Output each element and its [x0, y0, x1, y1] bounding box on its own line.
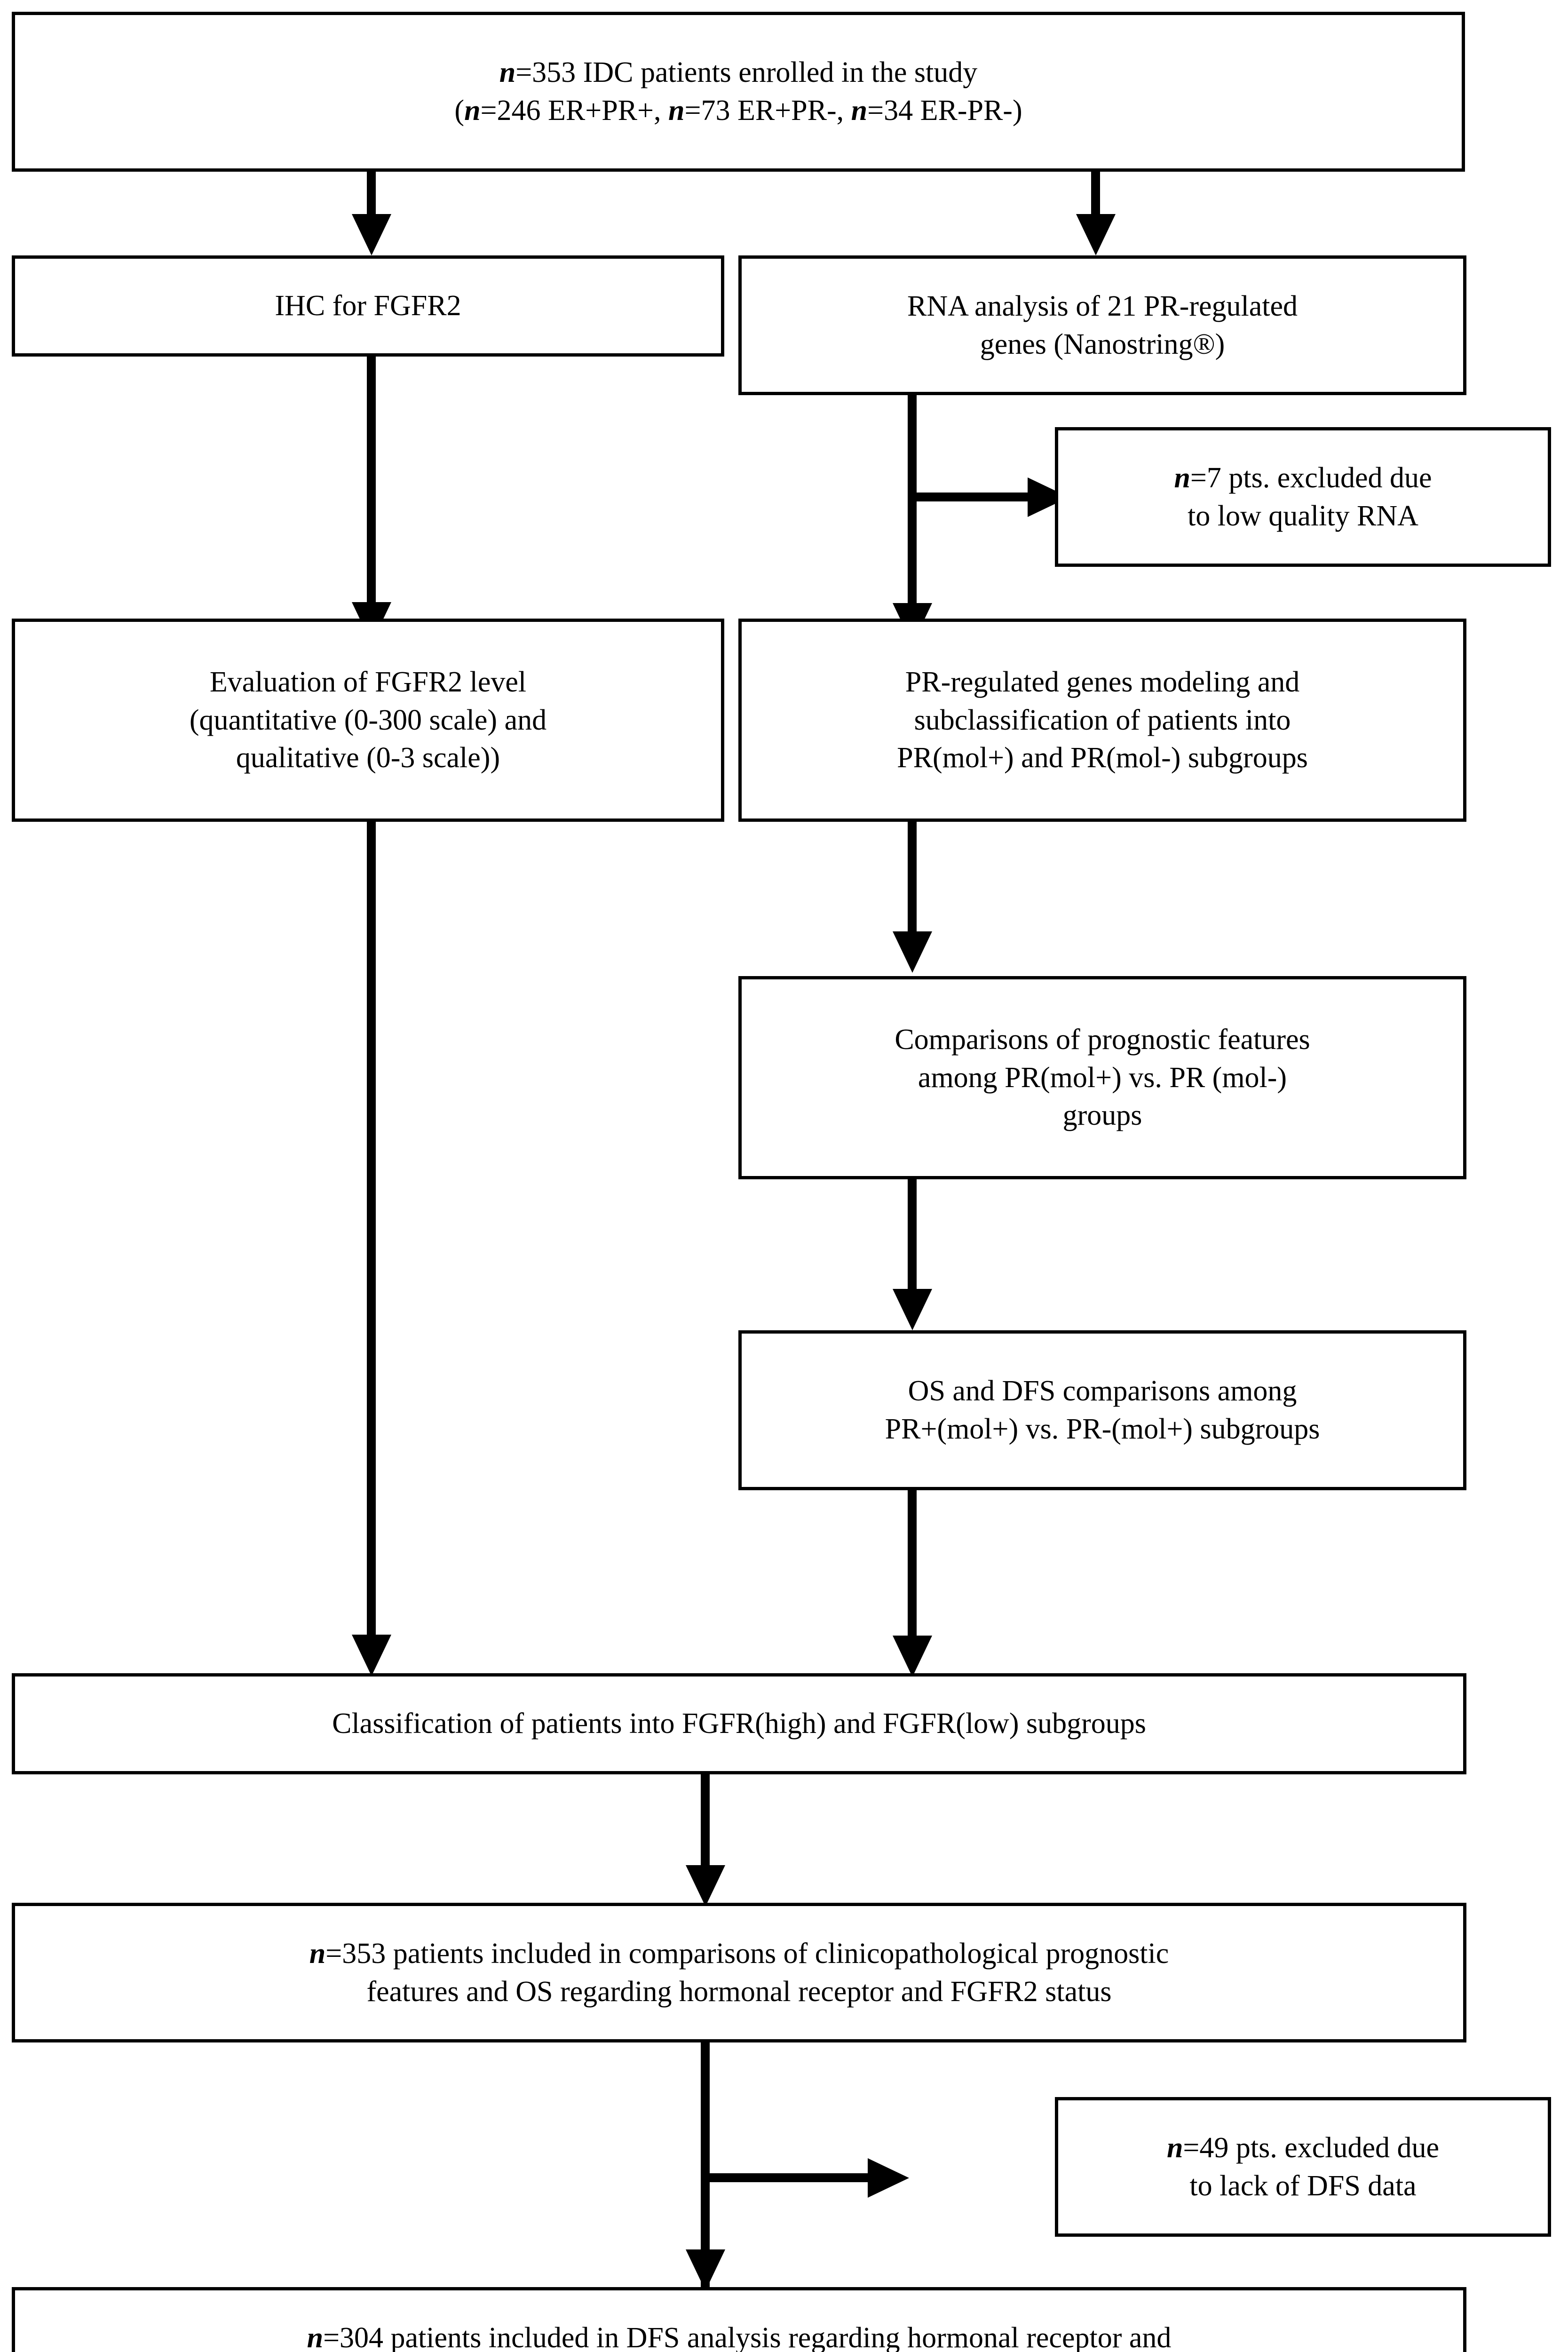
node-enrolled: n=353 IDC patients enrolled in the study… — [12, 12, 1465, 172]
arrowhead-classification-to-included353 — [686, 1865, 725, 1907]
connector-prognostic-to-osdfs — [908, 1179, 917, 1297]
node-fgfr2-eval-line3: qualitative (0-3 scale)) — [236, 742, 500, 774]
node-excluded-rna-text: n=7 pts. excluded due to low quality RNA — [1174, 461, 1432, 532]
connector-modeling-to-prognostic — [908, 822, 917, 939]
arrowhead-eval-to-classification — [352, 1635, 391, 1676]
node-prognostic-comparisons: Comparisons of prognostic features among… — [738, 976, 1466, 1179]
node-enrolled-line1: =353 IDC patients enrolled in the study — [515, 56, 978, 89]
node-fgfr2-eval-text: Evaluation of FGFR2 level (quantitative … — [27, 663, 709, 777]
node-excluded-dfs-text: n=49 pts. excluded due to lack of DFS da… — [1166, 2131, 1440, 2202]
node-excluded-rna: n=7 pts. excluded due to low quality RNA — [1055, 427, 1551, 567]
node-osdfs-line1: OS and DFS comparisons among — [908, 1375, 1297, 1407]
node-pr-modeling-line1: PR-regulated genes modeling and — [905, 666, 1300, 699]
connector-rna-stem — [908, 395, 917, 612]
node-pr-modeling-text: PR-regulated genes modeling and subclass… — [754, 663, 1451, 777]
node-pr-modeling: PR-regulated genes modeling and subclass… — [738, 619, 1466, 822]
node-osdfs-line2: PR+(mol+) vs. PR-(mol+) subgroups — [885, 1413, 1320, 1445]
node-fgfr-classification-text: Classification of patients into FGFR(hig… — [332, 1708, 1146, 1740]
node-ihc: IHC for FGFR2 — [12, 255, 724, 357]
arrowhead-osdfs-to-classification — [893, 1636, 932, 1677]
node-pr-modeling-line3: PR(mol+) and PR(mol-) subgroups — [897, 742, 1308, 774]
connector-included353-to-excluded-dfs — [701, 2173, 875, 2182]
connector-enrolled-to-rna — [1091, 172, 1100, 223]
node-included-304: n=304 patients included in DFS analysis … — [12, 2287, 1466, 2352]
connector-ihc-to-eval — [367, 357, 376, 611]
arrowhead-included353-to-included304 — [686, 2249, 725, 2291]
arrowhead-enrolled-to-rna — [1076, 214, 1116, 255]
node-prognostic-line3: groups — [1062, 1099, 1142, 1132]
node-pr-modeling-line2: subclassification of patients into — [914, 704, 1291, 736]
arrowhead-enrolled-to-ihc — [352, 214, 391, 255]
node-os-dfs-comparisons: OS and DFS comparisons among PR+(mol+) v… — [738, 1330, 1466, 1490]
connector-eval-to-classification — [367, 822, 376, 1643]
connector-osdfs-to-classification — [908, 1490, 917, 1645]
node-os-dfs-comparisons-text: OS and DFS comparisons among PR+(mol+) v… — [754, 1372, 1451, 1448]
connector-enrolled-to-ihc — [367, 172, 376, 223]
node-rna: RNA analysis of 21 PR-regulated genes (N… — [738, 255, 1466, 395]
node-excluded-dfs: n=49 pts. excluded due to lack of DFS da… — [1055, 2097, 1551, 2237]
connector-classification-to-included353 — [701, 1774, 710, 1873]
arrowhead-modeling-to-prognostic — [893, 931, 932, 973]
arrowhead-included353-to-excluded-dfs — [868, 2158, 909, 2198]
node-included-353: n=353 patients included in comparisons o… — [12, 1903, 1466, 2042]
connector-rna-to-excluded — [908, 493, 1035, 501]
node-ihc-text: IHC for FGFR2 — [275, 290, 461, 322]
node-prognostic-line1: Comparisons of prognostic features — [895, 1024, 1310, 1056]
arrowhead-prognostic-to-osdfs — [893, 1289, 932, 1330]
node-prognostic-line2: among PR(mol+) vs. PR (mol-) — [918, 1061, 1287, 1094]
node-excluded-rna-line2: to low quality RNA — [1188, 500, 1418, 532]
node-fgfr2-eval: Evaluation of FGFR2 level (quantitative … — [12, 619, 724, 822]
node-rna-line2: genes (Nanostring®) — [980, 328, 1225, 360]
node-included-353-line2: features and OS regarding hormonal recep… — [366, 1975, 1112, 2008]
node-excluded-dfs-line2: to lack of DFS data — [1189, 2169, 1417, 2202]
node-included-353-text: n=353 patients included in comparisons o… — [309, 1937, 1169, 2008]
node-fgfr2-eval-line2: (quantitative (0-300 scale) and — [189, 704, 547, 736]
node-rna-text: RNA analysis of 21 PR-regulated genes (N… — [754, 287, 1451, 363]
node-included-304-text: n=304 patients included in DFS analysis … — [307, 2321, 1172, 2352]
connector-included353-stem — [701, 2042, 710, 2296]
node-prognostic-comparisons-text: Comparisons of prognostic features among… — [754, 1021, 1451, 1135]
node-rna-line1: RNA analysis of 21 PR-regulated — [907, 290, 1298, 322]
node-fgfr-classification: Classification of patients into FGFR(hig… — [12, 1673, 1466, 1774]
node-enrolled-text: n=353 IDC patients enrolled in the study… — [454, 56, 1022, 127]
node-fgfr2-eval-line1: Evaluation of FGFR2 level — [209, 666, 527, 699]
